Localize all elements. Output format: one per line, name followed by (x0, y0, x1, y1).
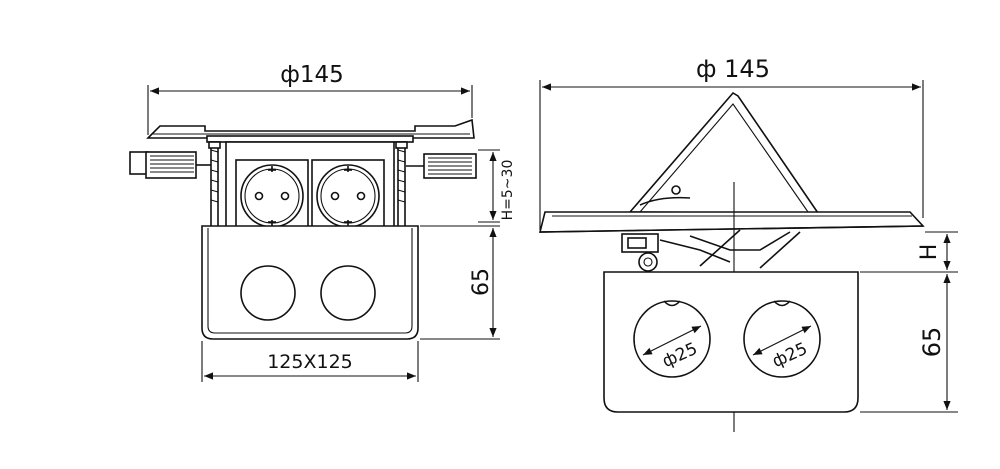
front-top-width-label: ф145 (280, 62, 344, 88)
side-box-height-label: 65 (918, 327, 946, 358)
front-view: ф145 (129, 62, 516, 382)
front-height-range-dimension: H=5~30 (478, 149, 516, 223)
front-box-size-dimension: 125X125 (201, 341, 419, 382)
front-left-clamp (129, 151, 212, 179)
side-top-width-label: ф 145 (696, 55, 770, 83)
side-top-dimension: ф 145 (539, 55, 924, 230)
side-tilted-lid (628, 91, 820, 214)
front-box-height-label: 65 (469, 268, 494, 296)
front-box-size-label: 125X125 (267, 351, 353, 373)
side-lid-height-dimension: H (860, 231, 958, 273)
side-lid-height-label: H (917, 244, 942, 261)
front-box-height-dimension: 65 (420, 225, 500, 340)
side-box-height-dimension: 65 (860, 274, 958, 413)
side-hinge (621, 229, 801, 272)
front-socket-right (316, 164, 380, 228)
front-top-dimension: ф145 (147, 62, 473, 135)
front-right-clamp (406, 153, 477, 179)
front-bottom-box (201, 225, 419, 340)
front-height-range-label: H=5~30 (500, 160, 516, 221)
front-flange (146, 118, 475, 143)
side-flange (538, 211, 925, 233)
side-view: ф 145 (538, 55, 958, 432)
front-socket-housing (225, 141, 395, 235)
